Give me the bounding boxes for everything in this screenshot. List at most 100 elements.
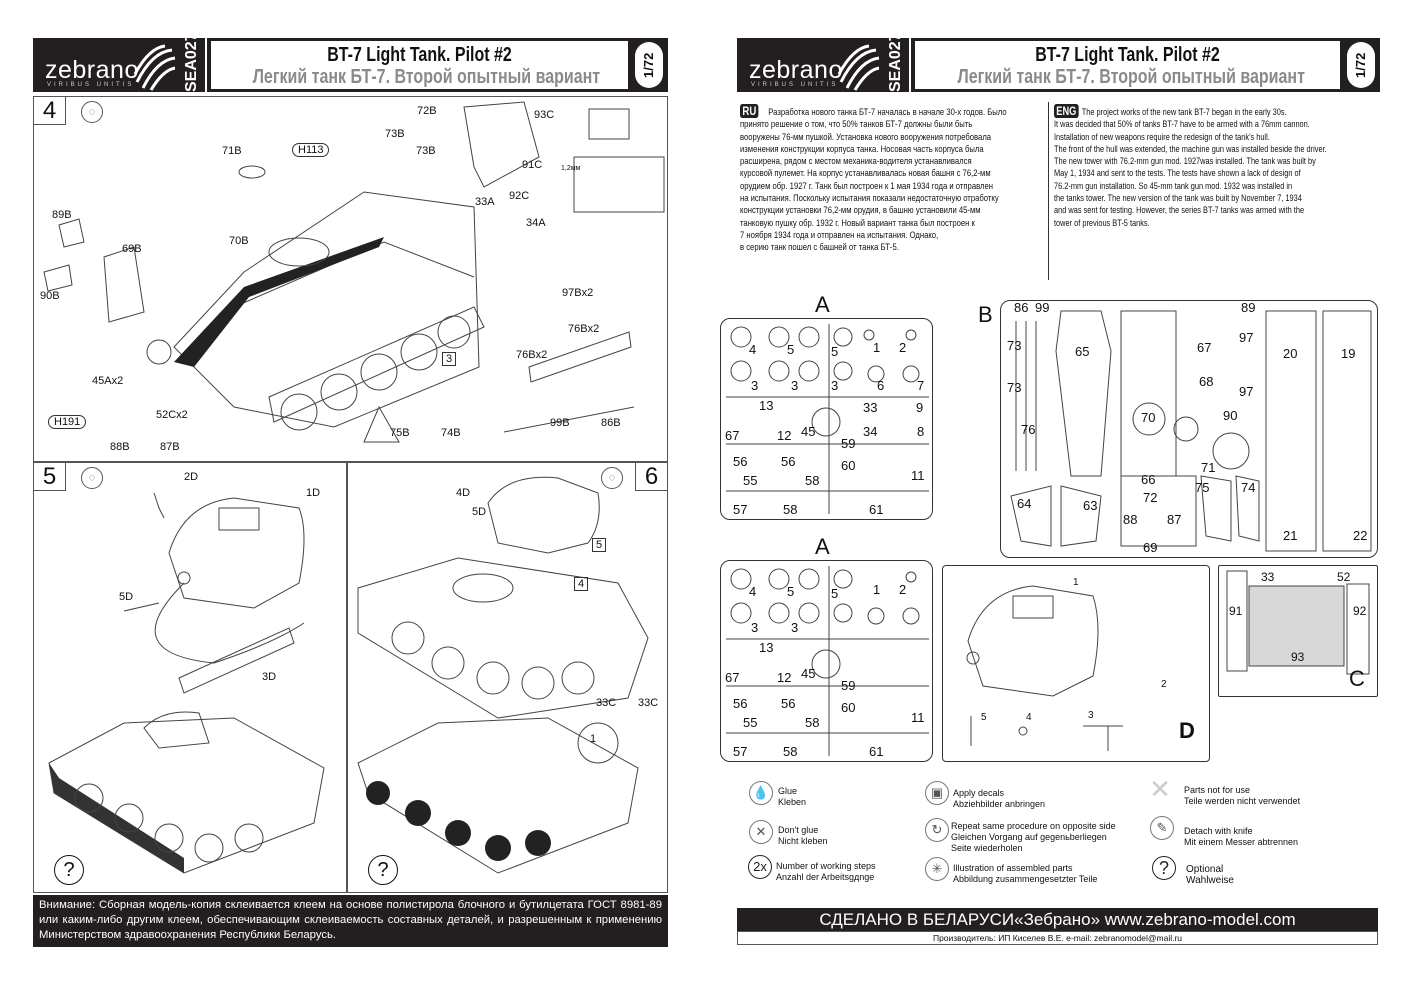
callout-box: 4 <box>574 577 589 591</box>
title-box: BT-7 Light Tank. Pilot #2 Легкий танк БТ… <box>211 41 628 89</box>
legend-de: Wahlweise <box>1186 875 1234 886</box>
part-number: 67 <box>1197 340 1212 355</box>
knife-icon: ✎ <box>1150 816 1174 840</box>
legend-de: Kleben <box>778 797 807 807</box>
legend-de: Seite wiederholen <box>951 843 1023 853</box>
part-number: 68 <box>1199 374 1214 389</box>
sprue-c-letter: C <box>1349 666 1365 691</box>
part-number: 75 <box>1195 480 1210 495</box>
legend-en: Don't glue <box>778 825 819 835</box>
part-number: 87 <box>1167 512 1182 527</box>
part-number: 73 <box>1007 380 1022 395</box>
part-number: 93 <box>1291 650 1305 664</box>
part-number: 5 <box>787 342 795 357</box>
part-number: 63 <box>1083 498 1098 513</box>
part-label: 70B <box>229 235 249 247</box>
part-number: 92 <box>1353 604 1367 618</box>
part-number: 5 <box>787 584 795 599</box>
optional-icon: ? <box>54 855 84 885</box>
kit-code: SEA027 <box>887 32 911 92</box>
part-label: 52Cx2 <box>156 409 188 421</box>
part-number: 64 <box>1017 496 1032 511</box>
part-number: 70 <box>1141 410 1156 425</box>
step-6-panel: 6 ◌ 4D 5D 5 4 33C 33C 1 ? <box>347 462 668 893</box>
text-line: May 1, 1934 and sent to the tests. The t… <box>1054 168 1301 180</box>
part-number: 76 <box>1021 422 1036 437</box>
part-number: 69 <box>1143 540 1158 555</box>
part-number: 72 <box>1143 490 1158 505</box>
part-number: 86 <box>1014 300 1029 315</box>
legend-de: Anzahl der Arbeitsgдnge <box>776 872 875 882</box>
part-label: 34A <box>526 217 546 229</box>
title-ru: Легкий танк БТ-7. Второй опытный вариант <box>252 66 601 88</box>
text-line: курсовой пулемет. На корпус устанавливал… <box>740 168 991 180</box>
part-label: 92C <box>509 190 530 202</box>
part-label-highlight: H113 <box>292 143 330 157</box>
part-label: 33C <box>596 697 617 709</box>
scale-badge: 1/72 <box>1347 42 1375 88</box>
part-label: 5D <box>119 591 134 603</box>
part-label: 1,2мм <box>561 165 581 172</box>
text-line: конструкции установки 76,2-мм орудия, в … <box>740 205 981 217</box>
zebrano-logo: zebrano VIRIBUS UNITIS <box>745 42 885 91</box>
legend-de: Gleichen Vorgang auf gegenьberliegen <box>951 832 1107 842</box>
part-number: 3 <box>751 620 759 635</box>
part-number: 99 <box>1035 300 1050 315</box>
part-number: 59 <box>841 436 856 451</box>
part-label: 88B <box>110 441 130 453</box>
part-number: 2 <box>1161 679 1167 690</box>
step-5-panel: 5 ◌ 2D 1D 5D 3D ? <box>33 462 347 893</box>
sprue-a-letter: A <box>815 292 830 317</box>
brand-tagline: VIRIBUS UNITIS <box>751 82 839 88</box>
part-label: 86B <box>601 417 621 429</box>
text-line: принято решение о том, что 50% танков БТ… <box>740 119 973 131</box>
text-line: вооружены 76-мм пушкой. Установка нового… <box>740 131 992 143</box>
part-number: 5 <box>831 586 839 601</box>
part-label: 76Bx2 <box>568 323 600 335</box>
part-number: 45 <box>801 424 816 439</box>
part-number: 60 <box>841 700 856 715</box>
part-label: 73B <box>385 128 405 140</box>
part-number: 5 <box>831 344 839 359</box>
zebra-stripes-icon <box>133 44 176 91</box>
text-line: 76.2-mm gun installation. So 45-mm tank … <box>1054 180 1293 192</box>
part-number: 90 <box>1223 408 1238 423</box>
part-number: 12 <box>777 670 792 685</box>
part-label: 33C <box>638 697 659 709</box>
part-number: 3 <box>791 378 799 393</box>
part-number: 33 <box>1261 570 1275 584</box>
part-number: 55 <box>743 715 758 730</box>
part-number: 65 <box>1075 344 1090 359</box>
part-number: 57 <box>733 744 748 759</box>
not-used-icon: ✕ <box>1149 774 1171 804</box>
part-number: 22 <box>1353 528 1368 543</box>
part-number: 67 <box>725 428 740 443</box>
part-number: 66 <box>1141 472 1156 487</box>
part-number: 56 <box>733 696 748 711</box>
glue-icon: ◌ <box>81 101 103 123</box>
legend-en: Glue <box>778 786 798 796</box>
sprue-d-letter: D <box>1179 718 1195 743</box>
part-label: 72B <box>417 105 437 117</box>
optional-icon: ? <box>1152 856 1176 880</box>
text-line: The front of the hull was extended, the … <box>1054 143 1327 155</box>
legend-de: Teile werden nicht verwendet <box>1184 796 1301 806</box>
text-line: and was sent for testing. However, the s… <box>1054 205 1305 217</box>
step-4-panel: 4 ◌ 72B 93C 73B 73B H113 71B 91C 1,2мм 9… <box>33 96 668 462</box>
part-number: 58 <box>783 502 798 517</box>
decals-icon: ▣ <box>925 781 949 805</box>
part-number: 58 <box>805 473 820 488</box>
part-number: 21 <box>1283 528 1298 543</box>
part-label: 1D <box>306 487 321 499</box>
part-number: 3 <box>751 378 759 393</box>
part-label: 76Bx2 <box>516 349 548 361</box>
part-label: 5D <box>472 506 487 518</box>
legend-de: Nicht kleben <box>778 836 828 846</box>
